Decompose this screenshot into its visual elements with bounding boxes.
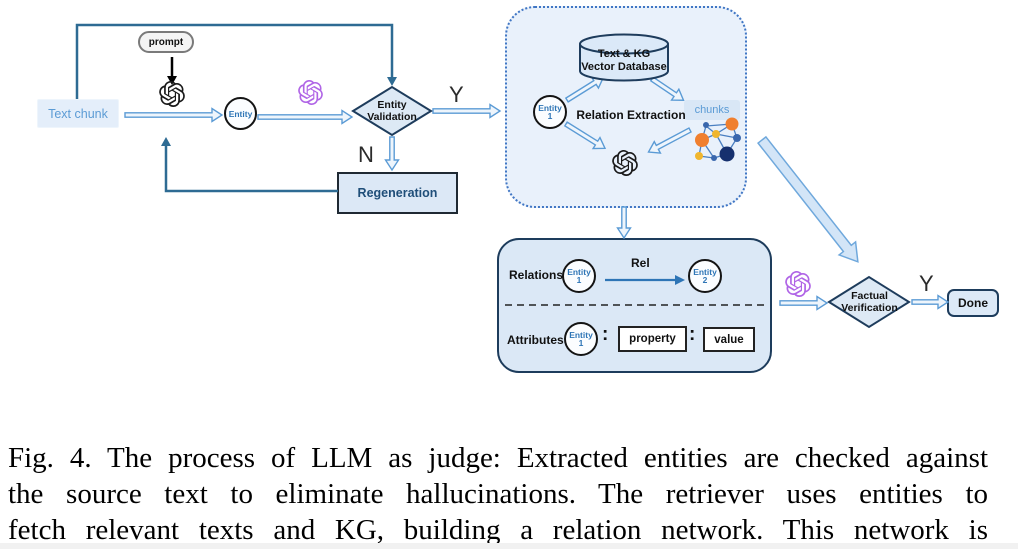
regeneration-box: Regeneration [337,172,458,214]
caption-line: Fig. 4. The process of LLM as judge: Ext… [8,442,988,474]
arrow-head-up [161,137,171,146]
arrow-entity-to-validation [257,109,354,125]
entity-1-num: 1 [578,338,584,348]
database-label: Text & KG Vector Database [580,48,668,74]
entity-1-num: 1 [547,111,553,121]
caption-line: fetch relevant texts and KG, building a … [8,514,988,546]
arrow-validation-yes [432,103,502,119]
relations-label: Relations [509,268,564,282]
prompt-pill: prompt [138,31,194,53]
entity-1-label: Entity [569,329,593,340]
page-edge-strip [0,543,1018,549]
prompt-arrow-head [167,76,177,85]
arrow-validation-no [384,136,400,172]
entity-validation-line1: Entity [377,99,407,111]
database-line2: Vector Database [581,61,667,73]
arrow-container-to-network [616,206,632,240]
entity-1-label: Entity [567,266,591,277]
done-box: Done [947,289,999,317]
figure-caption: Fig. 4. The process of LLM as judge: Ext… [8,440,988,548]
entity-2-label: Entity [693,266,717,277]
factual-verification-line1: Factual [851,290,888,302]
entity-1-attr-circle: Entity 1 [564,322,598,356]
relation-network-lines [505,275,764,306]
arrow-head-down [387,77,397,86]
property-box: property [618,326,687,352]
entity-1-circle: Entity 1 [533,95,567,129]
factual-verification-label: Factual Verification [830,290,909,314]
colon-separator: : [689,324,696,345]
arrow-retriever-to-verification [757,135,859,263]
entity-circle: Entity [224,97,257,130]
yes-label: Y [919,271,934,296]
entity-1-num: 1 [576,275,582,285]
openai-logo-icon [159,81,185,107]
attributes-label: Attributes [507,333,564,347]
rel-label: Rel [631,256,650,270]
entity-2-circle: Entity 2 [688,259,722,293]
yes-label: Y [449,82,464,107]
value-box: value [703,327,755,352]
no-label: N [358,142,374,167]
arrow-textchunk-to-llm [124,107,224,123]
entity-2-num: 2 [702,275,708,285]
regeneration-feedback-line [164,144,338,193]
entity-label: Entity [228,108,253,119]
openai-logo-icon [785,271,811,297]
top-feedback-line [75,23,394,99]
entity-validation-label: Entity Validation [353,99,431,123]
chunks-box: chunks [684,100,740,120]
relation-network-box: Relations Entity 1 Rel Entity 2 Attribut… [497,238,772,373]
database-line1: Text & KG [597,48,651,60]
arrow-llm-to-verification [779,295,829,311]
entity-1-circle: Entity 1 [562,259,596,293]
rel-arrow-head [675,275,685,285]
entity-validation-line2: Validation [367,111,417,123]
relation-extraction-label: Relation Extraction [576,108,686,122]
openai-logo-icon [298,80,323,105]
colon-separator: : [602,324,609,345]
caption-line: the source text to eliminate hallucinati… [8,478,988,510]
text-chunk-box: Text chunk [37,99,119,128]
entity-1-label: Entity [538,102,562,113]
factual-verification-line2: Verification [841,302,898,314]
arrow-verification-yes [911,294,950,310]
